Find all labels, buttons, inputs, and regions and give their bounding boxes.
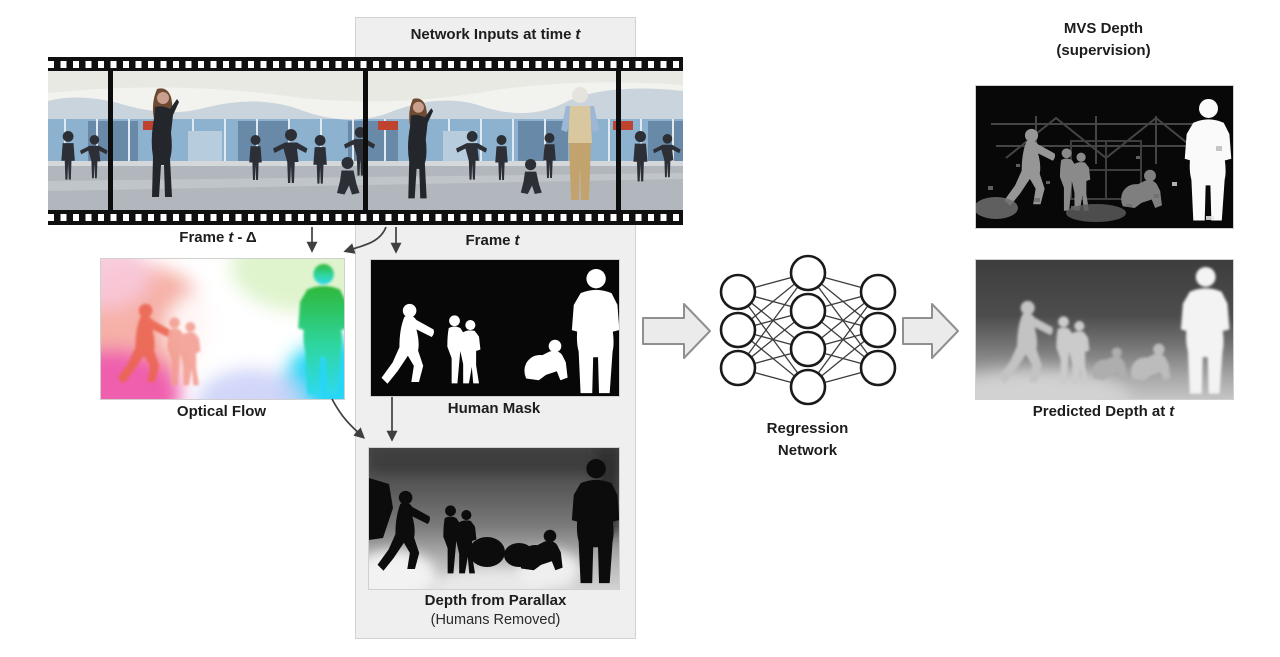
regression-network-svg — [719, 254, 897, 406]
depth-parallax-caption-line1: Depth from Parallax — [424, 592, 567, 609]
mvs-depth-caption-line2: (supervision) — [1056, 42, 1151, 59]
video-frames-illustration — [48, 71, 683, 210]
depth-parallax-image — [368, 447, 620, 590]
network-inputs-title-text: Network Inputs at time — [410, 26, 572, 43]
mvs-depth-caption-line1: MVS Depth — [1063, 20, 1144, 37]
film-sprocket-band-bottom — [48, 210, 683, 225]
block-arrow-inputs-to-network — [642, 303, 711, 359]
human-mask-illustration — [371, 260, 619, 396]
optical-flow-image — [100, 258, 345, 400]
human-mask-image — [370, 259, 620, 397]
film-strip — [48, 57, 683, 225]
film-sprocket-band-top — [48, 57, 683, 71]
depth-parallax-caption-line2: (Humans Removed) — [430, 612, 561, 628]
predicted-depth-illustration — [976, 260, 1233, 399]
network-inputs-title-var: t — [575, 26, 581, 43]
film-frames-image — [48, 71, 683, 210]
frame-curr-label: Frame t — [465, 232, 520, 249]
optical-flow-illustration — [101, 259, 344, 399]
block-arrow-network-to-output — [902, 303, 959, 359]
human-mask-caption: Human Mask — [447, 400, 541, 417]
regression-network-label-line1: Regression — [766, 420, 849, 437]
predicted-depth-caption: Predicted Depth at t — [1032, 403, 1175, 420]
mvs-depth-image — [975, 85, 1234, 229]
mvs-depth-illustration — [976, 86, 1233, 228]
frame-prev-label: Frame t - Δ — [179, 229, 257, 246]
network-inputs-title: Network Inputs at time t — [355, 26, 636, 43]
optical-flow-caption: Optical Flow — [176, 403, 267, 420]
depth-parallax-illustration — [369, 448, 619, 589]
predicted-depth-image — [975, 259, 1234, 400]
regression-network-label-line2: Network — [777, 442, 838, 459]
